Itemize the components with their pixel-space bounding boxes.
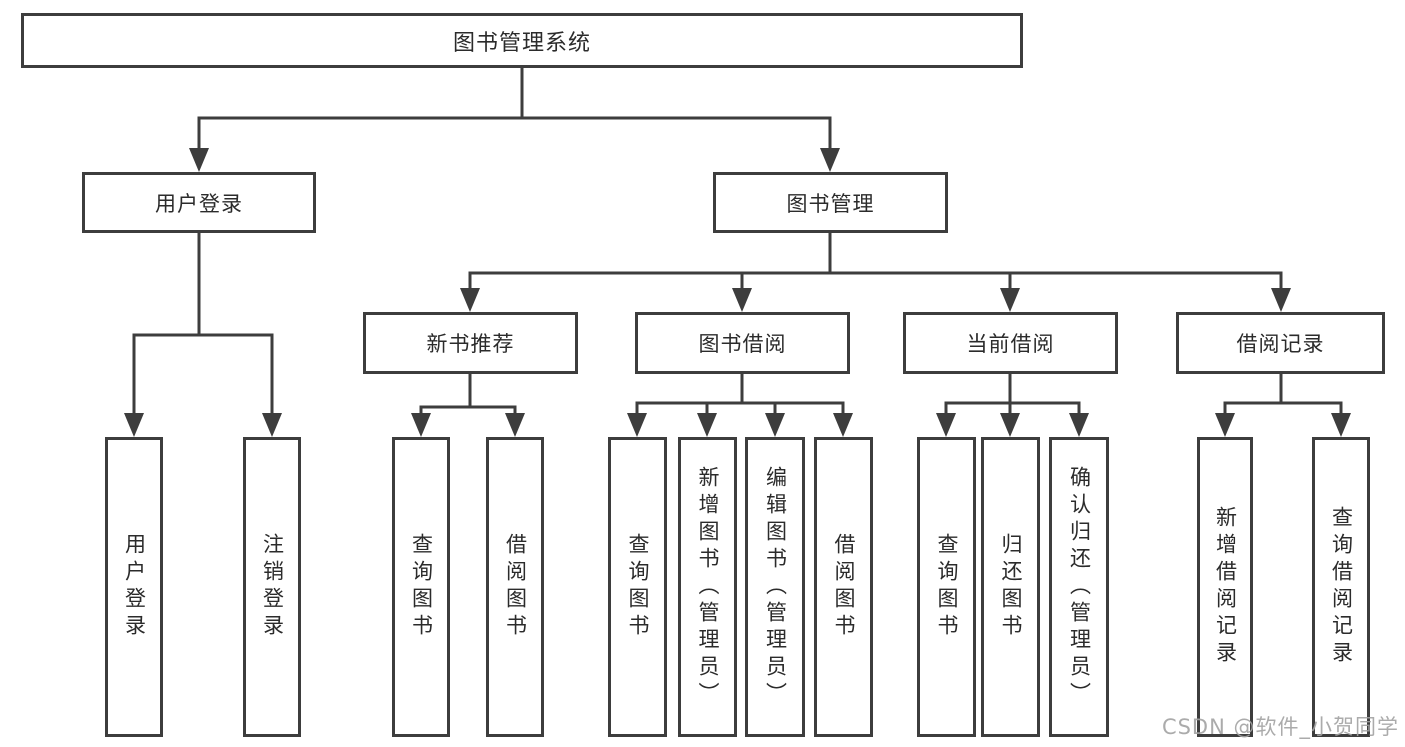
leaf-confirm-return-admin-label: 确认归还（管理员） <box>1067 465 1092 709</box>
node-user-login-label: 用户登录 <box>155 191 243 216</box>
leaf-query-books-borrowing: 查询图书 <box>608 437 667 737</box>
node-new-book-recommend: 新书推荐 <box>363 312 578 374</box>
node-library-system: 图书管理系统 <box>21 13 1023 68</box>
leaf-query-books-recommend-label: 查询图书 <box>409 533 434 641</box>
node-book-management: 图书管理 <box>713 172 948 233</box>
leaf-query-books-recommend: 查询图书 <box>392 437 450 737</box>
leaf-query-books-current: 查询图书 <box>917 437 976 737</box>
leaf-user-login: 用户登录 <box>105 437 163 737</box>
leaf-logout-login-label: 注销登录 <box>260 533 285 641</box>
leaf-borrow-books-recommend-label: 借阅图书 <box>503 533 528 641</box>
node-user-login: 用户登录 <box>82 172 316 233</box>
leaf-query-books-borrowing-label: 查询图书 <box>626 533 650 641</box>
node-current-borrowing: 当前借阅 <box>903 312 1118 374</box>
leaf-add-borrow-record: 新增借阅记录 <box>1197 437 1253 737</box>
csdn-watermark: CSDN @软件_小贺同学 <box>1161 715 1399 739</box>
leaf-add-borrow-record-label: 新增借阅记录 <box>1213 506 1238 668</box>
leaf-return-books: 归还图书 <box>981 437 1040 737</box>
node-book-borrowing-label: 图书借阅 <box>698 332 787 356</box>
node-borrowing-records-label: 借阅记录 <box>1236 332 1325 356</box>
arrowheads <box>124 148 1351 437</box>
leaf-query-borrow-record-label: 查询借阅记录 <box>1329 506 1354 668</box>
node-book-borrowing: 图书借阅 <box>635 312 850 374</box>
leaf-user-login-label: 用户登录 <box>122 533 147 641</box>
leaf-query-books-current-label: 查询图书 <box>935 533 959 641</box>
leaf-borrow-books-recommend: 借阅图书 <box>486 437 544 737</box>
leaf-return-books-label: 归还图书 <box>999 533 1023 641</box>
node-current-borrowing-label: 当前借阅 <box>966 332 1055 356</box>
node-library-system-label: 图书管理系统 <box>452 30 591 56</box>
leaf-borrow-books-borrowing-label: 借阅图书 <box>832 533 856 641</box>
leaf-query-borrow-record: 查询借阅记录 <box>1312 437 1370 737</box>
leaf-confirm-return-admin: 确认归还（管理员） <box>1049 437 1109 737</box>
leaf-add-book-admin-label: 新增图书（管理员） <box>696 465 720 709</box>
leaf-add-book-admin: 新增图书（管理员） <box>678 437 737 737</box>
leaf-edit-book-admin: 编辑图书（管理员） <box>745 437 805 737</box>
leaf-logout-login: 注销登录 <box>243 437 301 737</box>
leaf-edit-book-admin-label: 编辑图书（管理员） <box>763 465 788 709</box>
leaf-borrow-books-borrowing: 借阅图书 <box>814 437 873 737</box>
node-borrowing-records: 借阅记录 <box>1176 312 1385 374</box>
node-book-management-label: 图书管理 <box>786 191 875 216</box>
node-new-book-recommend-label: 新书推荐 <box>426 332 515 356</box>
